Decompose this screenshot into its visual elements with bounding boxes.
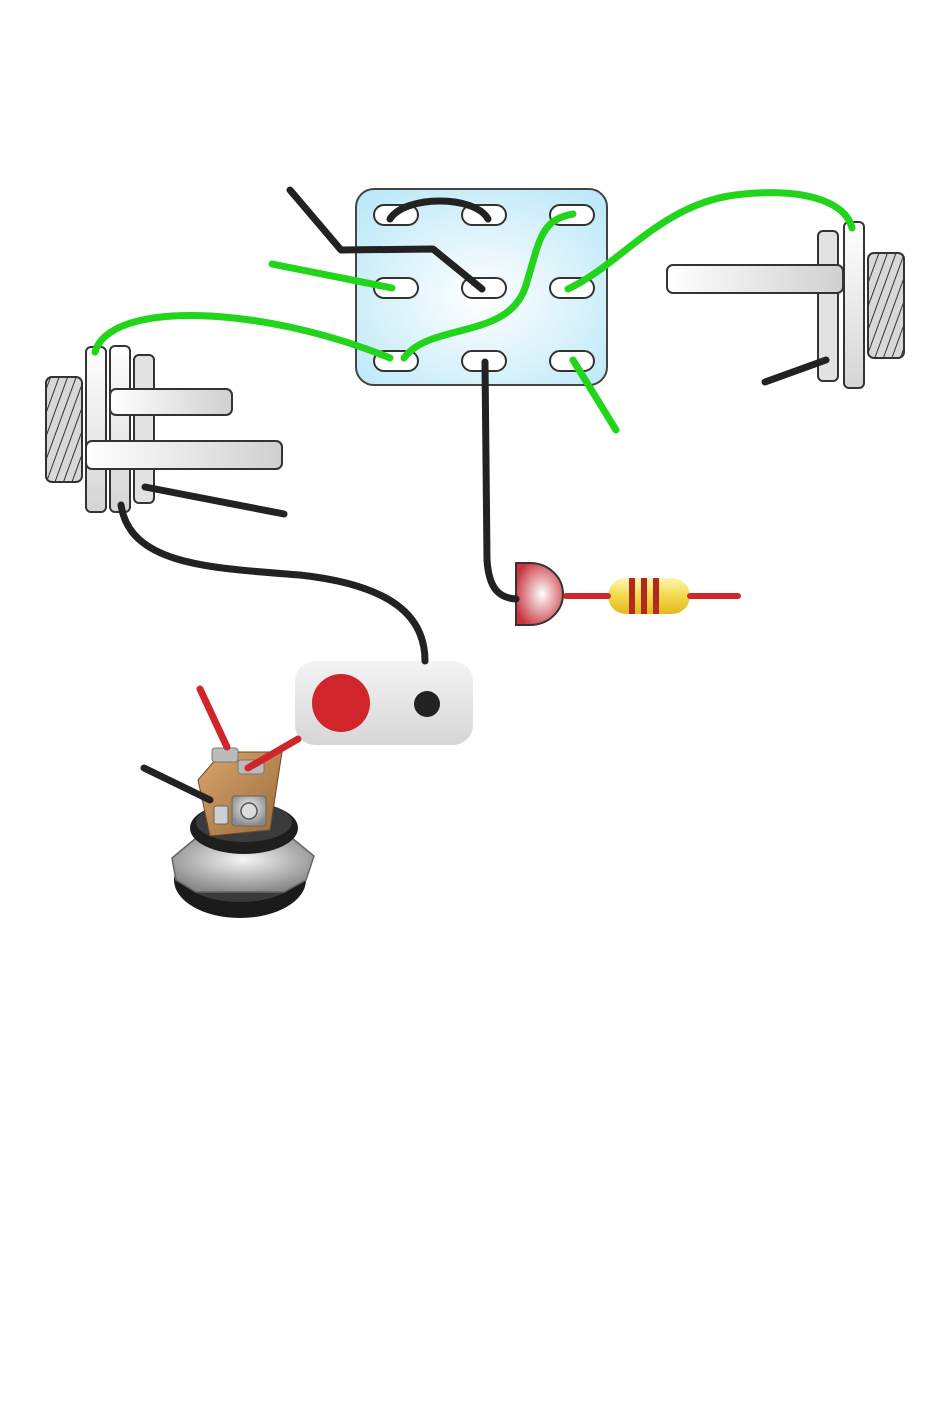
input-jack-upper-arm bbox=[110, 389, 232, 415]
input-jack-lower-arm bbox=[86, 441, 282, 469]
output-jack-knurled-nut bbox=[868, 253, 904, 358]
output-jack bbox=[667, 222, 904, 388]
dc-plug-negative-dot bbox=[414, 691, 440, 717]
led bbox=[516, 563, 563, 625]
output-jack-arm bbox=[667, 265, 843, 293]
wire-black-input-jack-switch bbox=[145, 487, 284, 514]
resistor bbox=[608, 578, 690, 614]
input-jack-knurled-nut bbox=[46, 377, 82, 482]
dc-jack-small-pad bbox=[214, 806, 228, 824]
dc-jack bbox=[172, 748, 314, 918]
wire-black-output-jack bbox=[765, 360, 826, 382]
dc-jack-lug-left bbox=[212, 748, 238, 762]
dc-jack-center-screw-icon bbox=[241, 803, 257, 819]
input-jack-switch-bar bbox=[134, 355, 154, 503]
input-jack bbox=[46, 346, 282, 512]
wire-green-input-jack-to-lug-7 bbox=[95, 316, 390, 358]
wire-black-input-jack-to-dc-plug bbox=[121, 505, 425, 661]
output-jack-sleeve-bar bbox=[844, 222, 864, 388]
input-jack-tip-bar bbox=[110, 346, 130, 512]
resistor-band-2 bbox=[641, 578, 647, 614]
led-dome-icon bbox=[516, 563, 563, 625]
dc-plug-symbol bbox=[295, 661, 473, 745]
wire-black-lug-8-to-led bbox=[485, 362, 516, 599]
resistor-body bbox=[608, 578, 690, 614]
input-jack-sleeve-bar bbox=[86, 347, 106, 512]
dc-plug-positive-dot bbox=[312, 674, 370, 732]
wire-red-dc-jack-positive bbox=[200, 689, 227, 747]
resistor-band-1 bbox=[629, 578, 635, 614]
resistor-band-3 bbox=[653, 578, 659, 614]
